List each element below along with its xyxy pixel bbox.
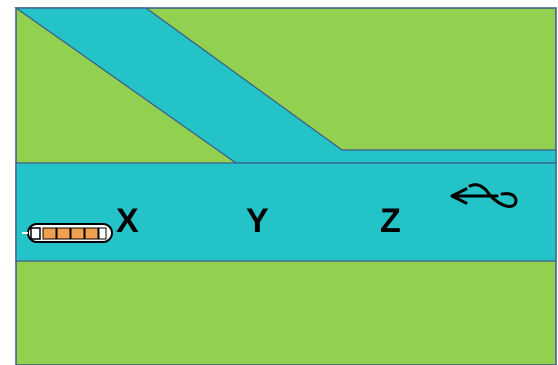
boat-cabin-3 [70,227,85,240]
arrow-tail-loop [468,183,518,208]
boat-cabin-4 [84,227,99,240]
boat-bow-cap [98,227,107,240]
boat-stern [30,227,41,240]
boat-cabin-2 [56,227,71,240]
flow-direction-arrow-icon [450,183,518,208]
label-z: Z [380,202,401,240]
boat-cabin-1 [42,227,57,240]
label-y: Y [246,202,269,240]
boat-icon [22,223,113,243]
main-river-channel [15,162,557,262]
label-x: X [116,202,139,240]
